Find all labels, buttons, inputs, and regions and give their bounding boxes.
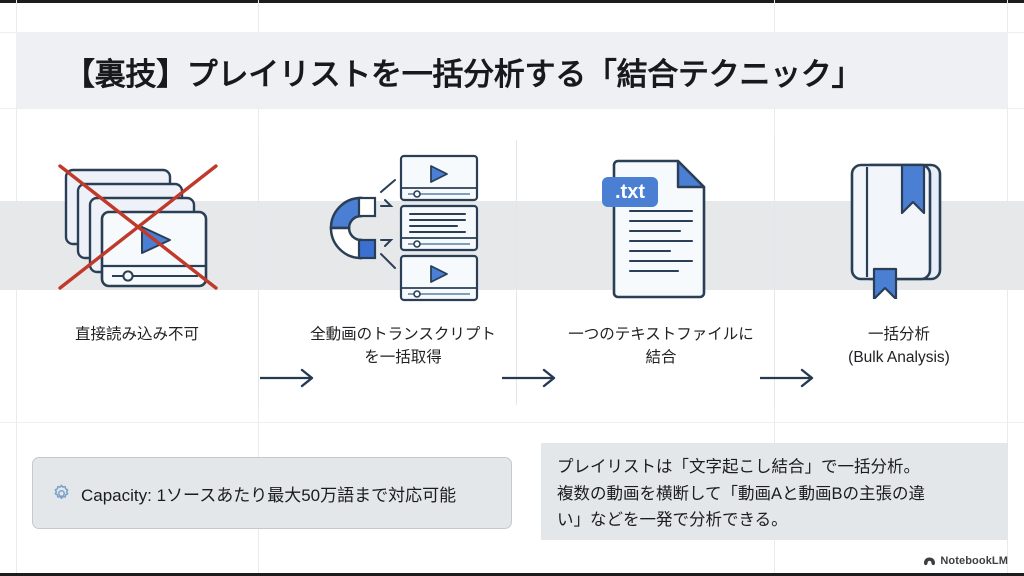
step-3: .txt 一つのテキストファイルに結合 [532,140,790,405]
watermark-label: NotebookLM [940,555,1008,567]
step-4-art [790,140,1008,315]
arrow-right-icon [260,368,314,388]
step-4-caption: 一括分析 (Bulk Analysis) [804,323,994,370]
arrow-right-icon [502,368,556,388]
step-3-art: .txt [532,140,790,315]
summary-panel: プレイリストは「文字起こし結合」で一括分析。 複数の動画を横断して「動画Aと動画… [541,443,1008,540]
summary-line-3: い」などを一発で分析できる。 [557,511,788,530]
step-1: 直接読み込み不可 [16,140,258,405]
txt-badge-label: .txt [615,181,645,203]
capacity-panel: Capacity: 1ソースあたり最大50万語まで対応可能 [32,457,512,529]
step-divider [516,140,517,405]
step-2-art [274,140,532,315]
step-divider [258,140,259,405]
arrow-right-icon [760,368,814,388]
watermark: NotebookLM [923,555,1008,567]
txt-document-icon: .txt [602,159,706,298]
summary-line-2: 複数の動画を横断して「動画Aと動画Bの主張の違 [557,484,926,503]
grid-line-horizontal [0,108,1024,109]
video-stack-blocked-icon [58,163,218,290]
capacity-text: Capacity: 1ソースあたり最大50万語まで対応可能 [81,485,457,505]
step-2-caption: 全動画のトランスクリプトを一括取得 [310,326,496,367]
page-title: 【裏技】プレイリストを一括分析する「結合テクニック」 [64,56,863,92]
top-rule [0,0,1024,3]
step-4-caption-line2: (Bulk Analysis) [848,349,950,367]
summary-line-1: プレイリストは「文字起こし結合」で一括分析。 [557,458,920,476]
magnet-transcripts-icon [329,154,479,301]
title-band [16,32,1008,108]
step-divider [774,140,775,405]
notebooklm-logo-icon [924,557,936,565]
grid-line-horizontal [0,422,1024,423]
bookmarked-book-icon [850,163,942,299]
footer-rule [0,573,1024,576]
step-1-caption: 直接読み込み不可 [74,326,199,343]
step-4-caption-line1: 一括分析 [867,326,930,343]
step-4: 一括分析 (Bulk Analysis) [790,140,1008,405]
step-1-art [16,140,258,315]
process-flow: 直接読み込み不可 [16,140,1008,405]
step-3-caption: 一つのテキストファイルに結合 [568,326,754,367]
gear-icon [54,484,69,499]
step-2: 全動画のトランスクリプトを一括取得 [274,140,532,405]
